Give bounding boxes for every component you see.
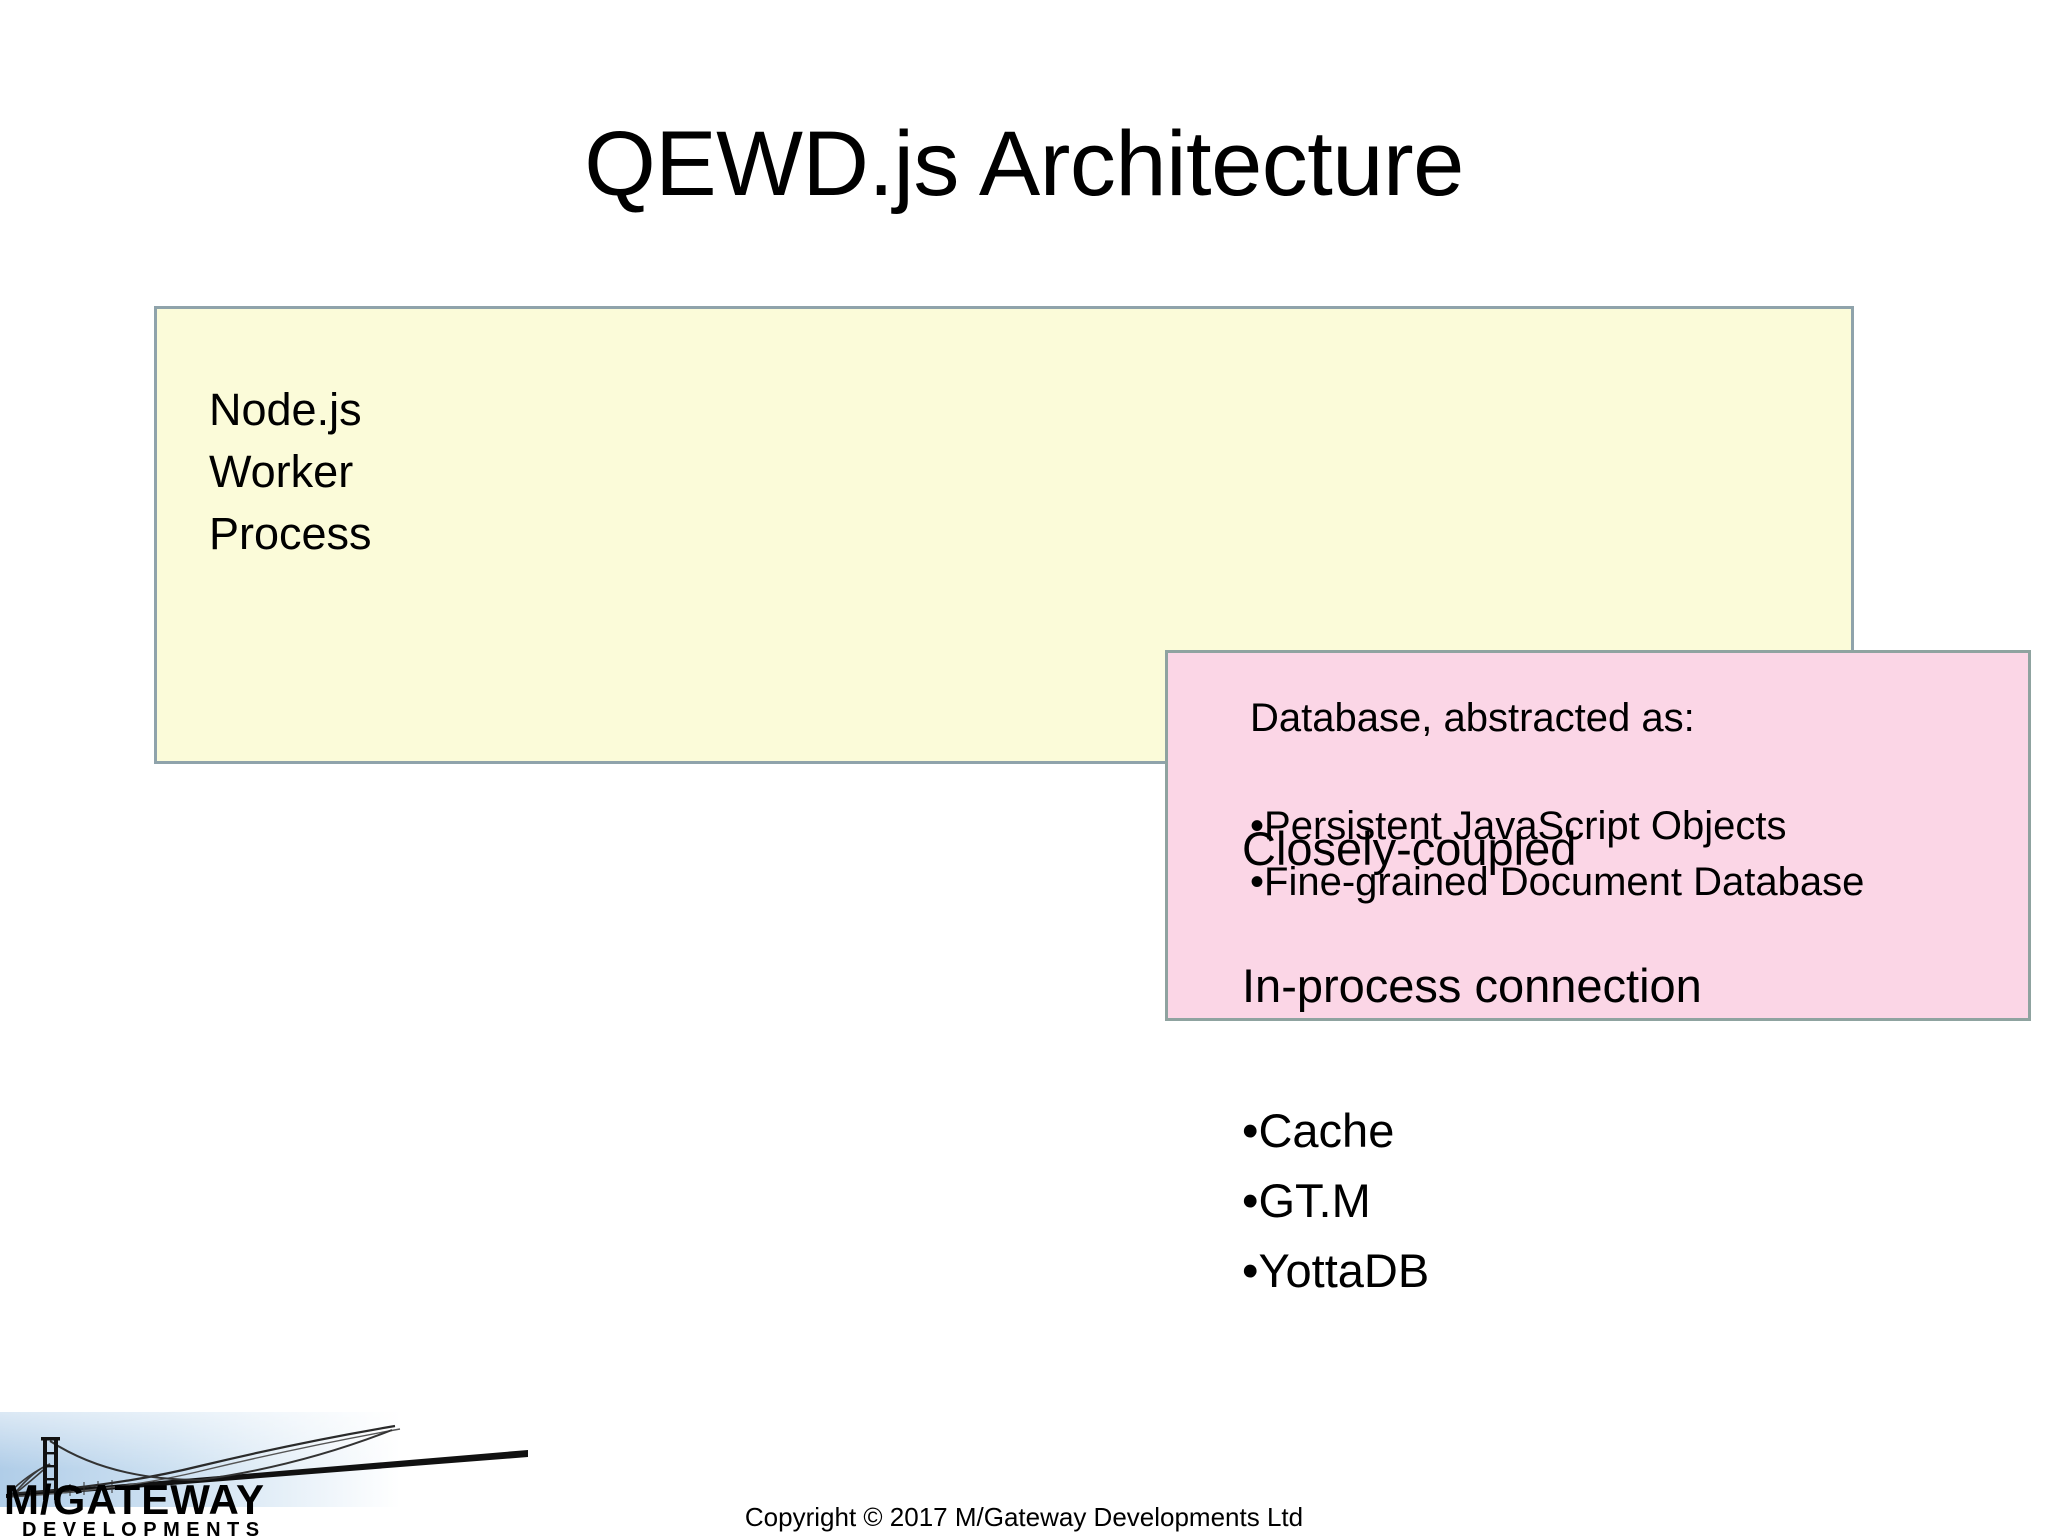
list-item: •Cache [1242,1096,1429,1166]
note-spacer [1242,880,2002,955]
list-item-label: Cache [1258,1104,1395,1157]
svg-text:M/GATEWAY: M/GATEWAY [4,1476,265,1523]
list-item: •YottaDB [1242,1236,1429,1306]
bullet-icon: • [1250,860,1265,904]
bridge-logo-icon: M/GATEWAY DEVELOPMENTS [0,1412,528,1536]
note-in-process-connection: In-process connection [1242,959,1702,1012]
list-item-label: Fine-grained Document Database [1264,860,1865,904]
worker-process-label: Node.js Worker Process [209,384,372,559]
note-closely-coupled: Closely-coupled [1242,822,1577,875]
database-box-title: Database, abstracted as: [1250,696,1695,740]
database-bullet-list: •Persistent JavaScript Objects •Fine-gra… [1250,798,1864,910]
page-title: QEWD.js Architecture [584,113,1464,215]
bullet-icon: • [1242,1174,1259,1227]
connection-notes: Closely-coupled In-process connection [1242,818,2002,1017]
list-item-label: Persistent JavaScript Objects [1264,804,1787,848]
worker-process-box: Node.js Worker Process Database, abstrac… [154,306,2031,1021]
copyright-notice: Copyright © 2017 M/Gateway Developments … [744,1502,1304,1532]
list-item-label: GT.M [1258,1174,1371,1227]
bullet-icon: • [1250,804,1265,848]
list-item: •Fine-grained Document Database [1250,854,1864,910]
bullet-icon: • [1242,1244,1259,1297]
mgateway-logo: M/GATEWAY DEVELOPMENTS [0,1408,535,1536]
database-box: Database, abstracted as: •Persistent Jav… [1165,650,2031,1021]
list-item: •Persistent JavaScript Objects [1250,798,1864,854]
list-item-label: YottaDB [1258,1244,1430,1297]
bullet-icon: • [1242,1104,1259,1157]
list-item: •GT.M [1242,1166,1429,1236]
database-engine-list: •Cache •GT.M •YottaDB [1242,1096,1429,1306]
svg-text:DEVELOPMENTS: DEVELOPMENTS [22,1519,266,1536]
